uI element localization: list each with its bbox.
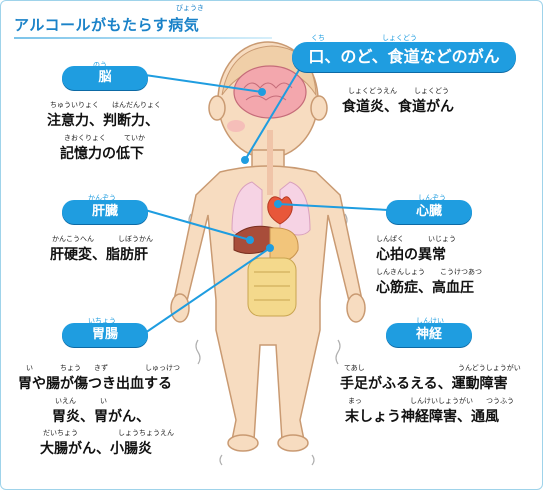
intestines-organ (247, 257, 297, 317)
title-underline (14, 37, 272, 39)
nerve-label-ruby: しんけい (416, 317, 444, 325)
brain-organ (233, 65, 307, 119)
stomach-effect-1: 胃や腸が傷つき出血する (18, 376, 172, 392)
nerve-effect-1: 手足がふるえる、運動障害 (340, 376, 508, 392)
stomach-label-ruby: いちょう (88, 317, 116, 325)
heart-ruby-a: しんぱく (376, 235, 404, 243)
brain-ruby-b: はんだんりょく (112, 101, 161, 109)
heart-ruby-b: いじょう (428, 235, 456, 243)
liver-ruby-a: かんこうへん (52, 235, 94, 243)
nerve-ruby-c: まっ (348, 397, 362, 405)
nerve-effect-2: 末しょう神経障害、通風 (345, 409, 499, 425)
stomach-effect-3: 大腸がん、小腸炎 (40, 441, 152, 457)
nerve-ruby-a: てあし (344, 364, 365, 372)
liver-label-ruby: かんぞう (88, 194, 116, 202)
stomach-label: 胃腸 (62, 323, 148, 347)
mouth-label: 口、のど、食道などのがん (292, 42, 516, 72)
heart-effect-1: 心拍の異常 (376, 247, 446, 263)
stomach-ruby-g: だいちょう (43, 429, 78, 437)
nerve-ruby-b: うんどうしょうがい (458, 364, 521, 372)
heart-effect-2: 心筋症、高血圧 (376, 280, 474, 296)
mouth-ruby-d: しょくどう (414, 87, 449, 95)
nerve-ruby-d: しんけいしょうがい (410, 397, 473, 405)
heart-ruby-c: しんきんしょう (376, 268, 425, 276)
stomach-ruby-b: ちょう (60, 364, 81, 372)
stomach-ruby-h: しょうちょうえん (118, 429, 174, 437)
mouth-ruby-c: しょくどうえん (348, 87, 397, 95)
mouth-ruby-a: くち (311, 34, 325, 42)
liver-effect-1: 肝硬変、脂肪肝 (50, 247, 148, 263)
brain-ruby-c: きおくりょく (64, 134, 106, 142)
brain-ruby-d: ていか (124, 134, 145, 142)
mouth-effect-1: 食道炎、食道がん (342, 99, 454, 115)
heart-ruby-d: こうけつあつ (440, 268, 482, 276)
stomach-ruby-a: い (26, 364, 33, 372)
stomach-ruby-c: きず (94, 364, 108, 372)
stomach-ruby-f: い (100, 397, 107, 405)
heart-label-ruby: しんぞう (418, 194, 446, 202)
brain-label: 脳 (62, 66, 148, 90)
stomach-ruby-d: しゅっけつ (145, 364, 180, 372)
stomach-effect-2: 胃炎、胃がん、 (52, 409, 150, 425)
liver-ruby-b: しぼうかん (118, 235, 153, 243)
heart-label: 心臓 (386, 200, 472, 224)
liver-label: 肝臓 (62, 200, 148, 224)
brain-label-ruby: のう (93, 61, 107, 69)
connector-lines (144, 59, 389, 334)
mouth-ruby-b: しょくどう (382, 34, 417, 42)
brain-effect-2: 記憶力の低下 (60, 146, 144, 162)
page-title: アルコールがもたらす病気 (14, 16, 200, 34)
brain-effect-1: 注意力、判断力、 (47, 113, 159, 129)
page-title-ruby: びょうき (176, 4, 204, 12)
stomach-ruby-e: いえん (55, 397, 76, 405)
nerve-label: 神経 (386, 323, 472, 347)
nerve-ruby-e: つうふう (486, 397, 514, 405)
brain-ruby-a: ちゅういりょく (50, 101, 99, 109)
